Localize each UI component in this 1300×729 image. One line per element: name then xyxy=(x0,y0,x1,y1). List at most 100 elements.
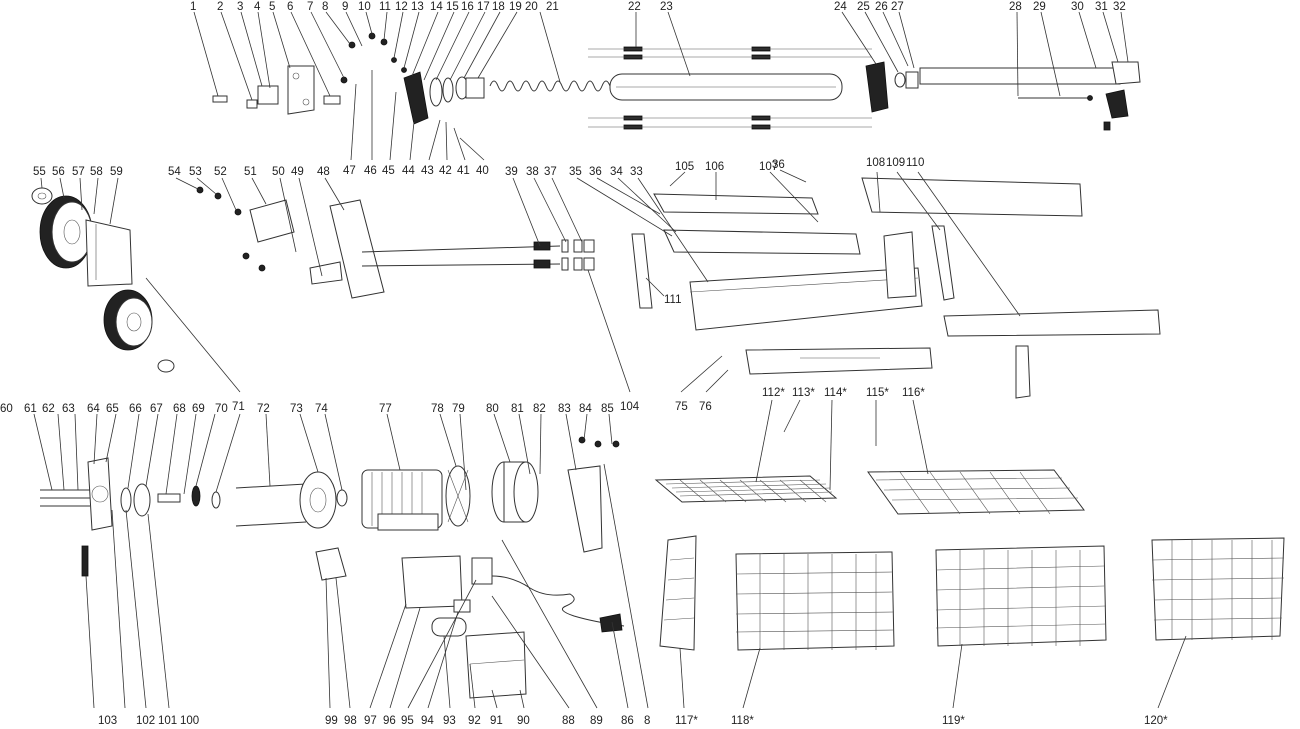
callout-14: 14 xyxy=(430,1,443,13)
callout-16: 16 xyxy=(461,1,474,13)
callout-94: 94 xyxy=(421,715,434,727)
callout-120: 120* xyxy=(1144,715,1168,727)
callout-47: 47 xyxy=(343,165,356,177)
callout-41: 41 xyxy=(457,165,470,177)
callout-62: 62 xyxy=(42,403,55,415)
callout-52: 52 xyxy=(214,166,227,178)
callout-99: 99 xyxy=(325,715,338,727)
callout-23: 23 xyxy=(660,1,673,13)
callout-35: 35 xyxy=(569,166,582,178)
callout-55: 55 xyxy=(33,166,46,178)
callout-113: 113* xyxy=(792,387,815,399)
callout-22: 22 xyxy=(628,1,641,13)
callout-116: 116* xyxy=(902,387,925,399)
callout-57: 57 xyxy=(72,166,85,178)
callout-39: 39 xyxy=(505,166,518,178)
callout-118: 118* xyxy=(731,715,754,727)
callout-115: 115* xyxy=(866,387,889,399)
callout-83: 83 xyxy=(558,403,571,415)
callout-80: 80 xyxy=(486,403,499,415)
callout-108: 108 xyxy=(866,157,885,169)
callout-8: 8 xyxy=(322,1,328,13)
callout-73: 73 xyxy=(290,403,303,415)
callout-69: 69 xyxy=(192,403,205,415)
callout-79: 79 xyxy=(452,403,465,415)
callout-36a: 36 xyxy=(589,166,602,178)
callout-40: 40 xyxy=(476,165,489,177)
callout-56: 56 xyxy=(52,166,65,178)
callout-68: 68 xyxy=(173,403,186,415)
callout-53: 53 xyxy=(189,166,202,178)
callout-7: 7 xyxy=(307,1,313,13)
callout-32: 32 xyxy=(1113,1,1126,13)
callout-18: 18 xyxy=(492,1,505,13)
callout-2: 2 xyxy=(217,1,223,13)
callout-10: 10 xyxy=(358,1,371,13)
callout-45: 45 xyxy=(382,165,395,177)
callout-36b: 36 xyxy=(772,159,785,171)
callout-63: 63 xyxy=(62,403,75,415)
callout-76: 76 xyxy=(699,401,712,413)
callout-29: 29 xyxy=(1033,1,1046,13)
beam-assembly xyxy=(631,177,1161,399)
callout-117: 117* xyxy=(675,715,698,727)
callout-30: 30 xyxy=(1071,1,1084,13)
callout-85: 85 xyxy=(601,403,614,415)
callout-24: 24 xyxy=(834,1,847,13)
callout-89: 89 xyxy=(590,715,603,727)
callout-104: 104 xyxy=(620,401,640,413)
callout-5: 5 xyxy=(269,1,275,13)
callout-110: 110 xyxy=(906,157,924,169)
callout-75: 75 xyxy=(675,401,688,413)
callout-74: 74 xyxy=(315,403,328,415)
motor-assembly xyxy=(40,436,625,699)
wheel-assembly xyxy=(31,187,175,373)
callout-11: 11 xyxy=(379,1,391,13)
callout-91: 91 xyxy=(490,715,503,727)
callout-95: 95 xyxy=(401,715,414,727)
callout-65: 65 xyxy=(106,403,119,415)
callout-20: 20 xyxy=(525,1,538,13)
callout-71: 71 xyxy=(232,401,245,413)
callout-12: 12 xyxy=(395,1,408,13)
callout-33: 33 xyxy=(630,166,643,178)
callout-50: 50 xyxy=(272,166,285,178)
callout-26: 26 xyxy=(875,1,888,13)
callout-28: 28 xyxy=(1009,1,1022,13)
guard-assembly xyxy=(654,469,1285,651)
callout-64: 64 xyxy=(87,403,100,415)
callout-114: 114* xyxy=(824,387,847,399)
callout-38: 38 xyxy=(526,166,539,178)
callout-84: 84 xyxy=(579,403,592,415)
callout-70: 70 xyxy=(215,403,228,415)
callout-34: 34 xyxy=(610,166,623,178)
callout-97: 97 xyxy=(364,715,377,727)
callout-82: 82 xyxy=(533,403,546,415)
callout-1: 1 xyxy=(190,1,196,13)
callout-90: 90 xyxy=(517,715,530,727)
callout-101: 101 xyxy=(158,715,177,727)
callout-15: 15 xyxy=(446,1,459,13)
callout-17: 17 xyxy=(477,1,490,13)
callout-44: 44 xyxy=(402,165,415,177)
leader-lines xyxy=(33,11,1187,709)
callout-81: 81 xyxy=(511,403,524,415)
callout-58: 58 xyxy=(90,166,103,178)
callout-98: 98 xyxy=(344,715,357,727)
callout-112: 112* xyxy=(762,387,785,399)
callout-77: 77 xyxy=(379,403,392,415)
callout-60: 60 xyxy=(0,403,13,415)
callout-31: 31 xyxy=(1095,1,1108,13)
callout-42: 42 xyxy=(439,165,452,177)
callout-37: 37 xyxy=(544,166,557,178)
callout-25: 25 xyxy=(857,1,870,13)
callout-66: 66 xyxy=(129,403,142,415)
callout-102: 102 xyxy=(136,715,155,727)
ram-assembly xyxy=(212,32,1141,131)
callout-27: 27 xyxy=(891,1,904,13)
callout-13: 13 xyxy=(411,1,424,13)
callout-51: 51 xyxy=(244,166,257,178)
callout-46: 46 xyxy=(364,165,377,177)
callout-106: 106 xyxy=(705,161,724,173)
